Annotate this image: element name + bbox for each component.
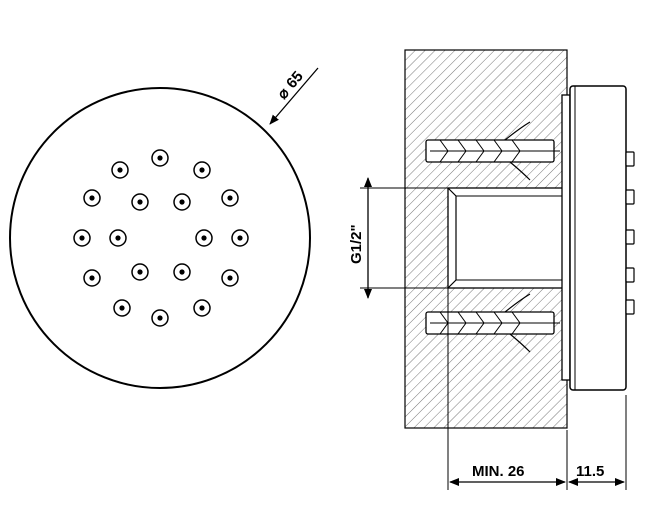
- nozzle-center: [115, 235, 121, 241]
- nozzle-center: [119, 305, 125, 311]
- nozzle-center: [179, 269, 185, 275]
- diameter-leader: [269, 67, 319, 125]
- nozzle-center: [157, 315, 163, 321]
- wall-anchor-bottom: [425, 293, 560, 353]
- side-view: G1/2" MIN. 26 11.5: [348, 49, 635, 490]
- pipe-cavity: [447, 187, 568, 289]
- side-nozzles: [625, 151, 635, 315]
- mounting-plate: [561, 94, 571, 381]
- nozzle-center: [79, 235, 85, 241]
- shower-head-body: [569, 85, 627, 391]
- min-depth-label: MIN. 26: [472, 463, 525, 480]
- nozzle-center: [199, 167, 205, 173]
- diameter-label-group: ⌀ 65: [274, 68, 307, 102]
- nozzle-center: [227, 195, 233, 201]
- nozzle-center: [89, 275, 95, 281]
- shower-head-outline: [9, 87, 311, 389]
- front-view: ⌀ 65: [9, 67, 319, 389]
- nozzle-center: [199, 305, 205, 311]
- nozzle-center: [137, 269, 143, 275]
- nozzle-center: [157, 155, 163, 161]
- projection-label: 11.5: [576, 463, 604, 480]
- nozzle-center: [117, 167, 123, 173]
- pipe-end-bevel: [447, 187, 457, 289]
- nozzle-center: [237, 235, 243, 241]
- nozzle-center: [227, 275, 233, 281]
- nozzle-center: [179, 199, 185, 205]
- nozzle-center: [137, 199, 143, 205]
- wall-anchor-top: [425, 121, 560, 181]
- nozzle-center: [89, 195, 95, 201]
- nozzle-group: [73, 149, 249, 327]
- diameter-value: 65: [283, 68, 307, 92]
- nozzle-center: [201, 235, 207, 241]
- thread-label: G1/2": [348, 224, 365, 264]
